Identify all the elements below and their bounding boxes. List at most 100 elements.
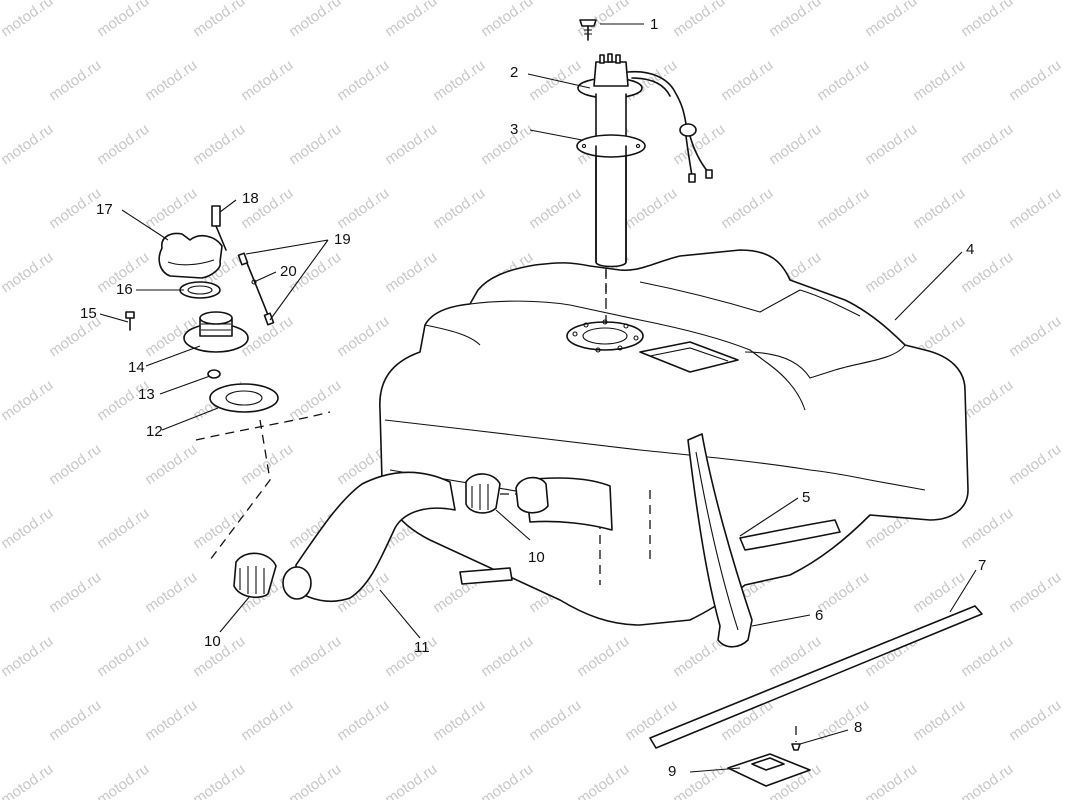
watermark-text: motod.ru [1006, 313, 1064, 361]
callout-19: 19 [334, 231, 351, 248]
watermark-text: motod.ru [46, 57, 104, 105]
watermark-text: motod.ru [958, 505, 1016, 553]
watermark-text: motod.ru [94, 761, 152, 800]
watermark-text: motod.ru [0, 0, 56, 40]
callout-12: 12 [146, 423, 163, 440]
watermark-text: motod.ru [910, 185, 968, 233]
callout-17: 17 [96, 201, 113, 218]
watermark-text: motod.ru [862, 0, 920, 40]
watermark-text: motod.ru [574, 761, 632, 800]
watermark-text: motod.ru [478, 0, 536, 40]
watermark-text: motod.ru [286, 633, 344, 681]
watermark-text: motod.ru [958, 121, 1016, 169]
watermark-text: motod.ru [0, 633, 56, 681]
callout-11: 11 [414, 639, 430, 656]
watermark-text: motod.ru [0, 249, 56, 297]
watermark-text: motod.ru [46, 569, 104, 617]
watermark-text: motod.ru [94, 0, 152, 40]
callout-2: 2 [510, 64, 518, 81]
watermark-text: motod.ru [142, 697, 200, 745]
watermark-text: motod.ru [1006, 697, 1064, 745]
filler-hose-and-clamps [233, 471, 549, 602]
watermark-text: motod.ru [1006, 57, 1064, 105]
watermark-text: motod.ru [910, 697, 968, 745]
filler-cap-assembly [125, 205, 331, 561]
callout-13: 13 [138, 386, 155, 403]
watermark-text: motod.ru [670, 0, 728, 40]
watermark-text: motod.ru [286, 761, 344, 800]
watermark-text: motod.ru [46, 441, 104, 489]
watermark-text: motod.ru [478, 761, 536, 800]
watermark-text: motod.ru [526, 185, 584, 233]
watermark-text: motod.ru [958, 0, 1016, 40]
watermark-text: motod.ru [382, 0, 440, 40]
watermark-text: motod.ru [382, 633, 440, 681]
watermark-text: motod.ru [862, 761, 920, 800]
watermark-text: motod.ru [46, 697, 104, 745]
watermark-text: motod.ru [430, 185, 488, 233]
watermark-text: motod.ru [766, 0, 824, 40]
watermark-text: motod.ru [526, 697, 584, 745]
watermark-text: motod.ru [142, 441, 200, 489]
watermark-text: motod.ru [1006, 569, 1064, 617]
watermark-text: motod.ru [862, 249, 920, 297]
callout-20: 20 [280, 263, 297, 280]
watermark-text: motod.ru [958, 633, 1016, 681]
watermark-text: motod.ru [574, 633, 632, 681]
watermark-text: motod.ru [1006, 185, 1064, 233]
callout-9: 9 [668, 763, 676, 780]
watermark-text: motod.ru [0, 121, 56, 169]
watermark-text: motod.ru [958, 377, 1016, 425]
watermark-text: motod.ru [382, 249, 440, 297]
callout-labels: 1 2 3 4 5 6 7 8 9 10 10 11 12 13 14 15 1… [80, 16, 986, 780]
watermark-text: motod.ru [190, 505, 248, 553]
callout-15: 15 [80, 305, 97, 322]
watermark-text: motod.ru [286, 121, 344, 169]
callout-10-middle: 10 [528, 549, 545, 566]
watermark-text: motod.ru [958, 761, 1016, 800]
watermark-text: motod.ru [286, 377, 344, 425]
watermark-text: motod.ru [190, 0, 248, 40]
watermark-text: motod.ru [910, 569, 968, 617]
watermark-text: motod.ru [670, 121, 728, 169]
callout-5: 5 [802, 489, 810, 506]
fuel-tank [379, 249, 969, 626]
watermark-text: motod.ru [0, 761, 56, 800]
watermark-text: motod.ru [910, 57, 968, 105]
watermark-text: motod.ru [670, 761, 728, 800]
watermark-text: motod.ru [430, 57, 488, 105]
watermark-text: motod.ru [238, 697, 296, 745]
watermark-text: motod.ru [142, 569, 200, 617]
callout-3: 3 [510, 121, 518, 138]
watermark-text: motod.ru [334, 185, 392, 233]
watermark-text: motod.ru [190, 121, 248, 169]
leader-lines [99, 23, 977, 773]
callout-16: 16 [116, 281, 133, 298]
watermark-text: motod.ru [238, 57, 296, 105]
watermark-text: motod.ru [814, 57, 872, 105]
callout-10-left: 10 [204, 633, 221, 650]
watermark-text: motod.ru [334, 313, 392, 361]
callout-7: 7 [978, 557, 986, 574]
watermark-text: motod.ru [334, 697, 392, 745]
watermark-text: motod.ru [142, 185, 200, 233]
watermark-text: motod.ru [0, 377, 56, 425]
watermark-text: motod.ru [430, 697, 488, 745]
callout-8: 8 [854, 719, 862, 736]
callout-1: 1 [650, 16, 658, 33]
callout-4: 4 [966, 241, 974, 258]
watermark-text: motod.ru [862, 121, 920, 169]
callout-6: 6 [815, 607, 823, 624]
watermark-text: motod.ru [334, 57, 392, 105]
fuel-sender-assembly [576, 19, 713, 300]
watermark-text: motod.ru [94, 121, 152, 169]
watermark-text: motod.ru [814, 185, 872, 233]
callout-18: 18 [242, 190, 259, 207]
watermark-text: motod.ru [94, 505, 152, 553]
watermark-text: motod.ru [94, 633, 152, 681]
mounting-straps [649, 433, 983, 787]
watermark-text: motod.ru [718, 57, 776, 105]
watermark-text: motod.ru [382, 761, 440, 800]
